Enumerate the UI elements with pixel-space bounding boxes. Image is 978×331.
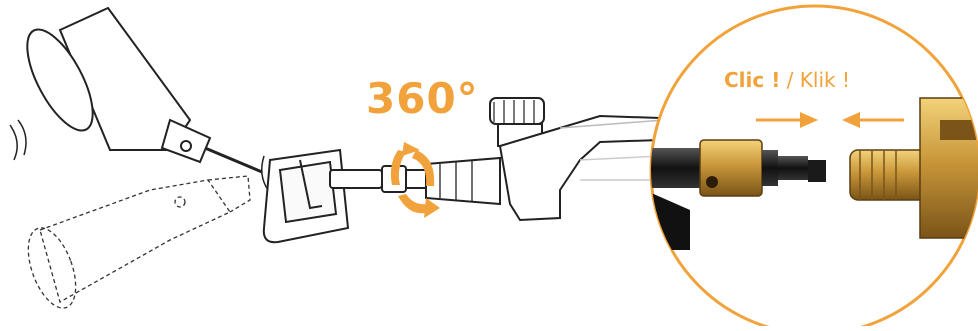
click-label-bold: Clic ! bbox=[724, 68, 780, 92]
zoom-circle bbox=[640, 6, 978, 326]
nozzle-head bbox=[10, 8, 262, 172]
nozzle-ghost bbox=[19, 176, 250, 314]
connector-shaft bbox=[330, 158, 500, 204]
click-label-rest: / Klik ! bbox=[780, 68, 850, 92]
rotation-label: 360° bbox=[366, 74, 479, 123]
clip-bracket bbox=[262, 150, 348, 242]
click-label: Clic ! / Klik ! bbox=[724, 68, 850, 92]
